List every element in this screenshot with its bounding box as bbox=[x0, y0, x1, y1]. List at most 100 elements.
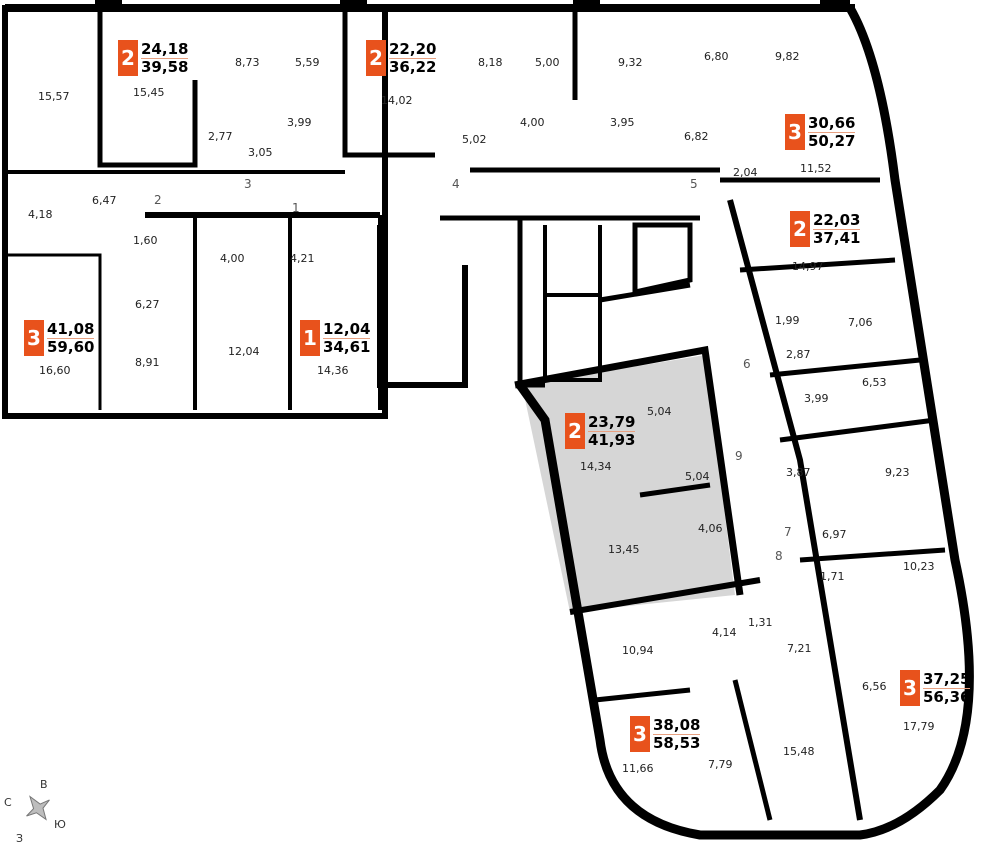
room-area: 13,45 bbox=[608, 543, 640, 556]
entrance-number: 9 bbox=[735, 449, 743, 463]
room-area: 4,14 bbox=[712, 626, 737, 639]
room-count: 3 bbox=[785, 114, 805, 150]
total-area: 41,93 bbox=[588, 430, 636, 449]
room-area: 10,94 bbox=[622, 644, 654, 657]
room-area: 4,18 bbox=[28, 208, 53, 221]
total-area: 39,58 bbox=[141, 57, 189, 76]
room-area: 3,87 bbox=[786, 466, 811, 479]
room-area: 6,97 bbox=[822, 528, 847, 541]
living-area: 41,08 bbox=[47, 319, 95, 339]
entrance-number: 3 bbox=[244, 177, 252, 191]
entrance-number: 1 bbox=[292, 201, 300, 215]
room-area: 8,18 bbox=[478, 56, 503, 69]
room-count: 3 bbox=[630, 716, 650, 752]
room-area: 4,00 bbox=[220, 252, 245, 265]
room-area: 14,97 bbox=[792, 260, 824, 273]
room-area-labels: 15,57 15,45 8,73 5,59 2,77 3,99 3,05 14,… bbox=[28, 50, 935, 775]
compass-south: Ю bbox=[54, 818, 66, 831]
compass-north: С bbox=[4, 796, 12, 809]
room-area: 1,60 bbox=[133, 234, 158, 247]
room-area: 14,36 bbox=[317, 364, 349, 377]
room-area: 9,82 bbox=[775, 50, 800, 63]
room-area: 1,99 bbox=[775, 314, 800, 327]
living-area: 22,20 bbox=[389, 39, 437, 59]
room-area: 3,99 bbox=[287, 116, 312, 129]
total-area: 36,22 bbox=[389, 57, 437, 76]
room-area: 17,79 bbox=[903, 720, 935, 733]
entrance-number: 7 bbox=[784, 525, 792, 539]
compass-west: З bbox=[16, 832, 24, 845]
room-area: 2,04 bbox=[733, 166, 758, 179]
entrance-number: 5 bbox=[690, 177, 698, 191]
total-area: 58,53 bbox=[653, 733, 701, 752]
compass-icon bbox=[26, 795, 50, 821]
room-area: 3,99 bbox=[804, 392, 829, 405]
room-area: 8,73 bbox=[235, 56, 260, 69]
room-area: 8,91 bbox=[135, 356, 160, 369]
room-area: 3,05 bbox=[248, 146, 273, 159]
room-area: 14,02 bbox=[381, 94, 413, 107]
room-area: 1,71 bbox=[820, 570, 845, 583]
room-area: 7,79 bbox=[708, 758, 733, 771]
room-count: 2 bbox=[118, 40, 138, 76]
entrance-number: 8 bbox=[775, 549, 783, 563]
room-area: 7,21 bbox=[787, 642, 812, 655]
room-area: 3,95 bbox=[610, 116, 635, 129]
room-area: 4,00 bbox=[520, 116, 545, 129]
room-area: 14,34 bbox=[580, 460, 612, 473]
room-area: 5,00 bbox=[535, 56, 560, 69]
compass: С В Ю З bbox=[4, 776, 74, 846]
living-area: 22,03 bbox=[813, 210, 861, 230]
room-area: 7,06 bbox=[848, 316, 873, 329]
total-area: 34,61 bbox=[323, 337, 371, 356]
entrance-numbers: 1 2 3 4 5 6 7 8 9 bbox=[154, 177, 792, 563]
room-area: 1,31 bbox=[748, 616, 773, 629]
room-area: 15,48 bbox=[783, 745, 815, 758]
living-area: 30,66 bbox=[808, 113, 856, 133]
entrance-number: 4 bbox=[452, 177, 460, 191]
room-area: 12,04 bbox=[228, 345, 260, 358]
living-area: 38,08 bbox=[653, 715, 701, 735]
room-area: 15,57 bbox=[38, 90, 70, 103]
living-area: 12,04 bbox=[323, 319, 371, 339]
total-area: 56,36 bbox=[923, 687, 971, 706]
room-count: 2 bbox=[366, 40, 386, 76]
room-area: 11,66 bbox=[622, 762, 654, 775]
compass-east: В bbox=[40, 778, 48, 791]
room-area: 2,87 bbox=[786, 348, 811, 361]
room-area: 11,52 bbox=[800, 162, 832, 175]
room-area: 6,80 bbox=[704, 50, 729, 63]
room-area: 6,56 bbox=[862, 680, 887, 693]
room-area: 4,21 bbox=[290, 252, 315, 265]
room-area: 5,02 bbox=[462, 133, 487, 146]
room-count: 3 bbox=[24, 320, 44, 356]
living-area: 37,25 bbox=[923, 669, 971, 689]
living-area: 23,79 bbox=[588, 412, 636, 432]
room-area: 6,47 bbox=[92, 194, 117, 207]
room-area: 15,45 bbox=[133, 86, 165, 99]
room-area: 6,82 bbox=[684, 130, 709, 143]
room-area: 9,32 bbox=[618, 56, 643, 69]
entrance-number: 2 bbox=[154, 193, 162, 207]
total-area: 50,27 bbox=[808, 131, 856, 150]
room-area: 4,06 bbox=[698, 522, 723, 535]
room-count: 2 bbox=[565, 413, 585, 449]
living-area: 24,18 bbox=[141, 39, 189, 59]
room-area: 2,77 bbox=[208, 130, 233, 143]
room-area: 6,27 bbox=[135, 298, 160, 311]
room-area: 16,60 bbox=[39, 364, 71, 377]
room-area: 5,04 bbox=[647, 405, 672, 418]
room-count: 3 bbox=[900, 670, 920, 706]
room-area: 10,23 bbox=[903, 560, 935, 573]
room-area: 5,04 bbox=[685, 470, 710, 483]
